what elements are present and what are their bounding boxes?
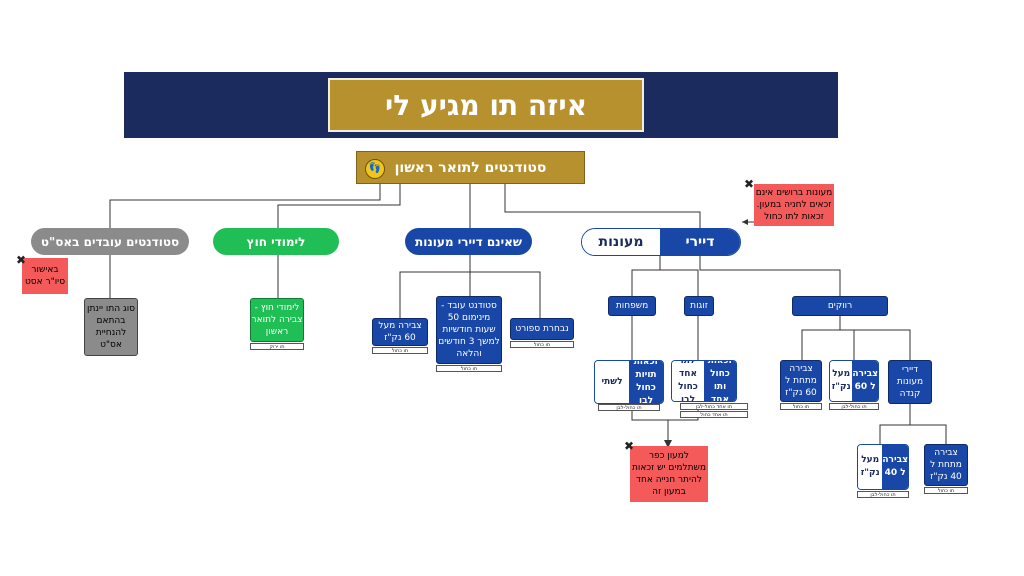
- box-ast-type: סוג התו יינתן בהתאם להנחיית אס"ט: [84, 298, 138, 356]
- dorm-residents-right: דיירי: [660, 229, 740, 255]
- tag-blue: תו כחול: [510, 341, 574, 348]
- cross-icon: ✖: [16, 253, 27, 267]
- box-singles-under-60: צבירה מתחת ל 60 נק"ז: [780, 360, 822, 402]
- note-kfar-mishtalmim: למעון כפר משתלמים יש זכאות להיתר חנייה א…: [630, 446, 708, 502]
- tag-blue: תו כחול: [372, 347, 428, 354]
- box-cum-over-60: צבירה מעל 60 נק"ז: [372, 318, 428, 346]
- root-label: סטודנטים לתואר ראשון: [394, 159, 547, 176]
- tag-blue: תו כחול: [436, 365, 502, 372]
- box-couples: זוגות: [684, 296, 714, 316]
- tag-green: תו ירוק: [250, 343, 304, 350]
- canada-blue: צבירה ל 40: [882, 445, 908, 489]
- tag-blue-white: תו כחול-לבן: [857, 491, 909, 498]
- tag-blue: תו כחול: [780, 403, 822, 410]
- box-singles-over-60: מעל נק"ז צבירה ל 60: [829, 360, 879, 402]
- singles-blue: צבירה ל 60: [852, 361, 878, 401]
- note-ast-approval: באישור סיו"ר אסט: [22, 258, 68, 294]
- box-working-student: סטודנט עובד - מינימום 50 שעות חודשיות למ…: [436, 296, 502, 364]
- families-blue: זכאות תויות כחול לבן: [629, 361, 663, 403]
- tag-blue-white: תו כחול-לבן: [829, 403, 879, 410]
- box-canada-under-40: צבירה מתחת ל 40 נק"ז: [924, 444, 968, 486]
- tag-one-blue: תו אחד כחול: [680, 411, 748, 418]
- branch-student-workers: סטודנטים עובדים באס"ט: [31, 228, 189, 255]
- couples-blue: זכאות כחול ותו אחד: [704, 361, 736, 401]
- dorm-residents-left: מעונות: [582, 229, 660, 255]
- canada-white: מעל נק"ז: [858, 445, 883, 489]
- root-node: סטודנטים לתואר ראשון 👣: [356, 151, 585, 184]
- cross-icon: ✖: [744, 177, 755, 191]
- box-canada-over-40: מעל נק"ז צבירה ל 40: [857, 444, 909, 490]
- box-canada-dorms: דיירי מעונות קנדה: [888, 360, 932, 404]
- note-haredi-dorms: מעונות ברושים אינם זכאים לחניה במעון. זכ…: [754, 184, 834, 226]
- footsteps-icon: 👣: [365, 159, 385, 179]
- families-white: לשתי: [595, 361, 629, 403]
- tag-one-blue-white: תו אחד כחול-לבן: [680, 403, 748, 410]
- singles-white: מעל נק"ז: [830, 361, 853, 401]
- page-title: איזה תו מגיע לי: [328, 78, 644, 132]
- couples-white: לתו אחד כחול לבן: [672, 361, 704, 401]
- tag-blue-white: תו כחול-לבן: [598, 404, 660, 411]
- branch-non-residents: שאינם דיירי מעונות: [405, 228, 532, 255]
- tag-blue: תו כחול: [924, 487, 968, 494]
- box-families: משפחות: [608, 296, 656, 316]
- box-external-cumulative: לימודי חוץ - צבירה לתואר ראשון: [250, 298, 304, 342]
- box-couples-entitlement: לתו אחד כחול לבן זכאות כחול ותו אחד: [671, 360, 737, 402]
- box-families-entitlement: לשתי זכאות תויות כחול לבן: [594, 360, 664, 404]
- cross-icon: ✖: [624, 439, 635, 453]
- branch-dorm-residents: מעונות דיירי: [581, 228, 741, 256]
- box-sport-team: נבחרת ספורט: [510, 318, 574, 340]
- branch-external-studies: לימודי חוץ: [213, 228, 339, 255]
- box-singles: רווקים: [792, 296, 888, 316]
